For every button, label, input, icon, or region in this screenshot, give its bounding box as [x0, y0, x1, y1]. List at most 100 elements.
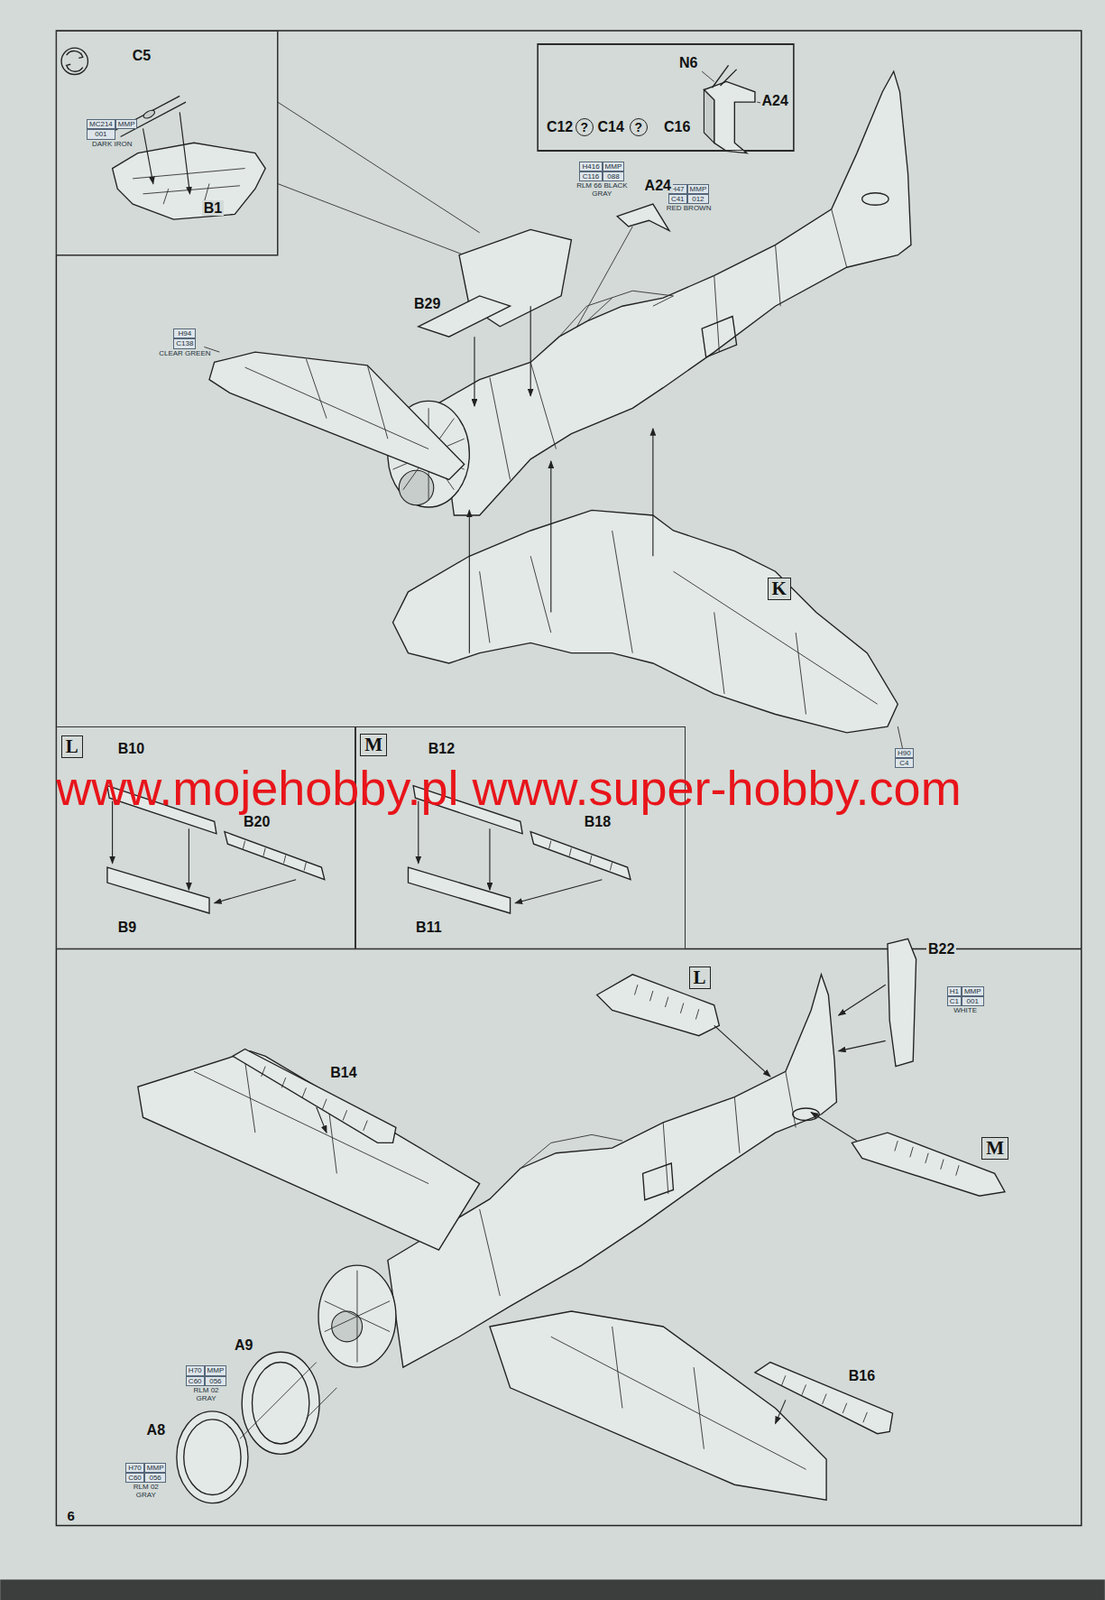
assembly-arrow — [652, 428, 654, 556]
paint-callout: MC214MMP001DARK IRON — [86, 119, 138, 139]
assembly-arrow — [214, 879, 296, 903]
part-number: B22 — [926, 940, 957, 958]
b18-part — [530, 831, 631, 880]
assembly-arrow — [143, 128, 154, 184]
subassembly-letter: L — [61, 735, 83, 758]
engine-front — [318, 1264, 396, 1367]
hatch — [701, 316, 737, 358]
subassembly-letter: M — [981, 1136, 1009, 1160]
hatching — [242, 840, 306, 871]
a8-ring-inner — [184, 1418, 241, 1495]
paint-name: RLM 66 BLACK GRAY — [575, 182, 629, 199]
paint-code: MMP — [687, 184, 710, 194]
wing-panel-lines — [551, 1326, 807, 1469]
paint-callout: H94C138CLEAR GREEN — [173, 328, 196, 349]
paint-code: MMP — [602, 161, 626, 172]
paint-callout: H47MMPC41012RED BROWN — [668, 184, 710, 204]
assembly-arrow — [179, 111, 190, 194]
paint-name: RLM 02 GRAY — [187, 1386, 225, 1403]
tail-marking — [862, 193, 889, 206]
paint-code: H90 — [894, 747, 914, 758]
subassembly-box: K — [767, 577, 792, 600]
watermark: www.mojehobby.pl www.super-hobby.com — [55, 763, 961, 812]
paint-code-grid: H94C138 — [173, 328, 196, 349]
paint-code: 056 — [204, 1375, 228, 1386]
part-number: A24 — [643, 177, 673, 194]
paint-code: MMP — [144, 1462, 167, 1473]
query-mark: ? — [575, 118, 594, 137]
hatching — [635, 984, 700, 1019]
paint-code: C138 — [173, 338, 196, 349]
part-number: B18 — [582, 813, 613, 830]
step-panel: C5B1 MC214MMP001DARK IRON — [55, 30, 277, 256]
paint-code: H70 — [125, 1462, 145, 1473]
b11-part — [408, 866, 511, 913]
b16-flap — [755, 1362, 894, 1434]
rotate-symbol — [61, 47, 88, 74]
bracket-part — [703, 81, 756, 153]
paint-code-grid: H47MMPC41012 — [668, 184, 710, 204]
assembly-arrow — [530, 305, 532, 396]
engine-cylinders — [324, 1270, 390, 1363]
paint-code: 001 — [86, 128, 116, 139]
hatch — [643, 1162, 674, 1200]
wing-panel-lines — [479, 530, 878, 715]
paint-callout: H1MMPC1001WHITE — [947, 985, 985, 1006]
fuselage — [438, 71, 912, 516]
b14-flap — [232, 1048, 396, 1142]
paint-code: 088 — [602, 171, 626, 182]
page-frame — [55, 30, 1081, 1526]
wing-panel-lines — [193, 1060, 429, 1184]
part-number: B12 — [426, 740, 457, 757]
paint-name: DARK IRON — [92, 140, 132, 149]
assembly-arrow — [316, 1106, 327, 1133]
paint-code: C60 — [125, 1472, 145, 1483]
paint-code: H416 — [579, 161, 602, 172]
paint-code: MMP — [961, 985, 985, 996]
paint-code: H1 — [947, 985, 962, 996]
paint-code-grid: H1MMPC1001 — [947, 985, 985, 1006]
paint-name: WHITE — [953, 1006, 977, 1015]
part-number: B1 — [202, 200, 224, 217]
part-number: N6 — [677, 55, 700, 72]
assembly-arrow — [550, 460, 552, 612]
b9-part — [107, 866, 210, 913]
paint-code: 056 — [144, 1472, 167, 1483]
paint-code: C60 — [185, 1375, 205, 1386]
right-wing — [489, 1310, 827, 1500]
paint-code: H70 — [185, 1364, 205, 1375]
leader-line — [239, 1362, 337, 1439]
paint-code: MMP — [115, 119, 139, 129]
part-number: C16 — [662, 119, 692, 136]
left-wing-top — [209, 351, 465, 479]
paint-code: C41 — [668, 193, 688, 204]
paint-name: RED BROWN — [666, 204, 712, 213]
paint-callout: H70MMPC60056RLM 02 GRAY — [185, 1364, 227, 1385]
paint-code-grid: H70MMPC60056 — [185, 1364, 227, 1385]
b22-rudder — [887, 938, 917, 1066]
a9-ring-inner — [251, 1362, 309, 1444]
step-panel: N6A24C12?C14?C16 — [537, 44, 794, 152]
paint-code: MMP — [204, 1364, 228, 1375]
a24-part — [616, 203, 670, 231]
paint-name: CLEAR GREEN — [158, 349, 211, 359]
part-number: B10 — [116, 740, 147, 757]
gun-barrels — [114, 95, 186, 137]
part-number: B20 — [241, 813, 272, 830]
assembly-arrow — [469, 509, 470, 653]
paint-code-grid: H416MMPC116088 — [579, 161, 625, 182]
paint-code-grid: H70MMPC60056 — [125, 1462, 166, 1483]
query-mark: ? — [629, 118, 648, 137]
assembly-arrow — [515, 879, 602, 903]
assembly-arrow — [188, 828, 190, 890]
part-number: C14 — [595, 119, 626, 136]
part-number: C5 — [130, 47, 153, 65]
part-number: A9 — [232, 1336, 255, 1354]
paint-code: C1 — [947, 995, 962, 1006]
step-panel: MB12B18B11 — [355, 726, 686, 949]
bracket-side — [703, 90, 714, 144]
part-number: B16 — [847, 1367, 877, 1384]
fuselage-panel-lines — [479, 1070, 797, 1296]
subassembly-box: M — [981, 1136, 1009, 1160]
